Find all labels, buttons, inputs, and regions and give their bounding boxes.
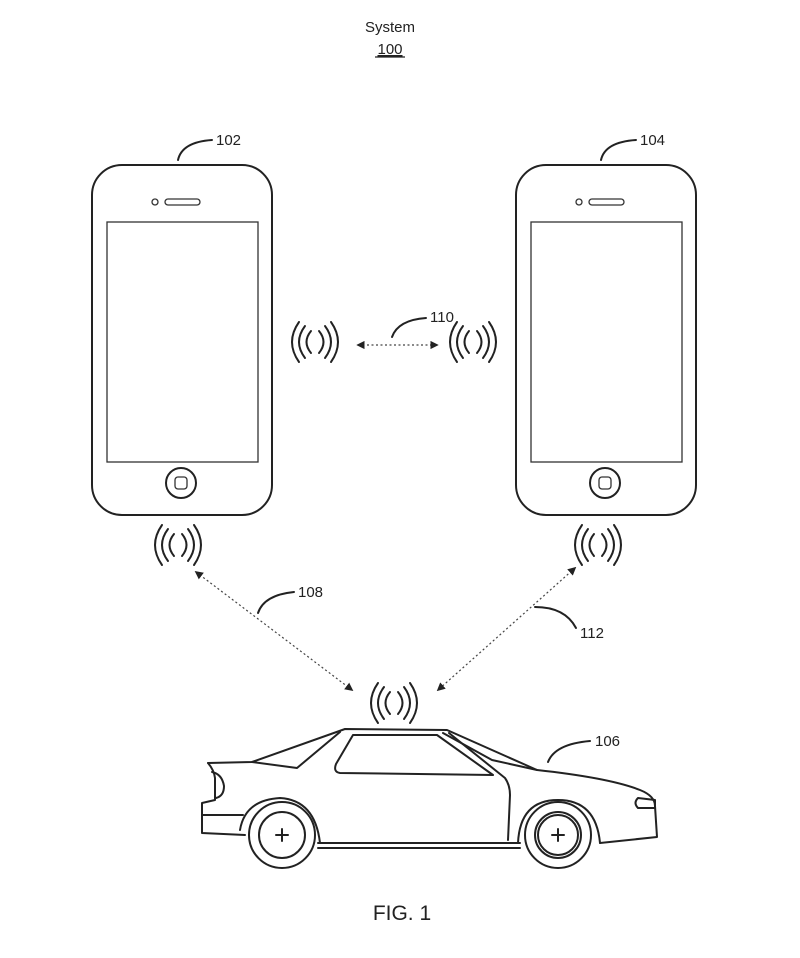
link-110-ref: 110 [430, 309, 454, 326]
link-112-arrow [436, 566, 577, 692]
link-108-arrow [194, 570, 354, 692]
wireless-signal-icon [291, 321, 339, 363]
figure-caption: FIG. 1 [373, 902, 431, 925]
car-icon [201, 728, 658, 869]
system-ref: 100 [377, 41, 402, 58]
wireless-signal-icon [574, 524, 622, 566]
phone-1-ref: 102 [216, 132, 241, 149]
wireless-signal-icon [449, 321, 497, 363]
smartphone-icon [91, 164, 273, 516]
wireless-signal-icon [154, 524, 202, 566]
phone-2-ref: 104 [640, 132, 665, 149]
link-108-ref: 108 [298, 584, 323, 601]
smartphone-icon [515, 164, 697, 516]
vehicle-ref: 106 [595, 733, 620, 750]
wireless-signal-icon [370, 682, 418, 724]
system-label: System [365, 19, 415, 36]
link-112-ref: 112 [580, 625, 604, 642]
